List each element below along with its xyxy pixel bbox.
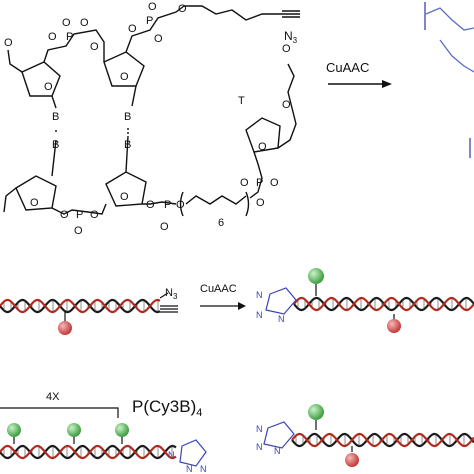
atom-o-14: O (90, 209, 99, 221)
backbone-right-top (277, 63, 297, 149)
peg-chain (185, 195, 247, 205)
base-bond-3 (51, 139, 57, 177)
atom-p-1: P (66, 31, 73, 43)
backbone-bottom (51, 203, 107, 215)
top-cuaac-label: CuAAC (326, 60, 369, 75)
atom-o-10: O (30, 197, 39, 209)
mid-helix-left (0, 298, 161, 314)
atom-o-16: O (176, 199, 185, 211)
thymine-label: T (238, 95, 245, 107)
azide-top-label: N3 (284, 29, 298, 45)
atom-p-5: P (256, 177, 263, 189)
base-bond-1 (51, 95, 57, 109)
triazole-bottom-right: N N N (256, 421, 295, 456)
atom-o-9: O (178, 3, 187, 15)
atom-o-12: O (60, 209, 69, 221)
atom-o-21: O (282, 43, 291, 55)
triazole-mid-n3: N (278, 314, 285, 324)
triazole-br-n2: N (256, 442, 263, 452)
backbone-top (43, 29, 105, 63)
atom-b-3: B (124, 111, 131, 123)
triazole-bl-n1: N (168, 450, 175, 460)
sugar-ring-3 (15, 175, 57, 211)
atom-o-13: O (74, 225, 83, 237)
atom-o-15: O (146, 199, 155, 211)
mid-ball-red (58, 312, 72, 335)
triazole-mid-n2: N (256, 310, 263, 320)
strand-red (293, 296, 474, 312)
atom-o-4: O (62, 17, 71, 29)
atom-o-6: O (120, 71, 129, 83)
atom-o-minus-2: O (148, 1, 157, 13)
triazole-mid: N N N (256, 287, 297, 324)
backbone-right (249, 151, 263, 199)
triazole-bl-n2: N (186, 464, 193, 474)
bottom-right-balls (308, 404, 359, 467)
bottom-helix-right (291, 432, 474, 448)
triazole-mid-n1: N (256, 290, 263, 300)
backbone-bottom-2 (142, 201, 177, 205)
atom-b-2: B (52, 139, 59, 151)
atom-o-19: O (270, 177, 279, 189)
polymer-label: P(Cy3B)4 (132, 397, 202, 419)
atom-o-3: O (48, 31, 57, 43)
top-product-fragment (424, 2, 474, 158)
atom-labels: O O O P O O O O O P O O O B B B B O O O … (4, 1, 298, 237)
peg-bracket-right (245, 191, 250, 217)
atom-p-3: P (76, 209, 83, 221)
atom-b-1: B (52, 111, 59, 123)
atom-o-17: O (258, 141, 267, 153)
atom-o-20: O (282, 99, 291, 111)
base-bond-2 (131, 85, 137, 107)
repeat-label: 4X (46, 391, 60, 403)
mid-reaction-arrow: CuAAC (200, 283, 246, 310)
atom-p-4: P (164, 199, 171, 211)
mid-ball-red-right (387, 314, 401, 333)
hexynyl-chain (184, 5, 282, 21)
atom-o-5: O (90, 41, 99, 53)
peg-repeat-count: 6 (218, 217, 224, 229)
repeat-bracket (0, 407, 119, 418)
triazole-bottom-left: N N N (168, 439, 207, 474)
strand-black (0, 298, 161, 314)
atom-o-7: O (128, 23, 137, 35)
atom-o-minus-4: O (256, 197, 265, 209)
atom-p-2: P (146, 15, 153, 27)
atom-o-2: O (44, 81, 53, 93)
atom-o-1: O (4, 37, 13, 49)
strand-red (291, 432, 474, 448)
atom-o-18: O (240, 177, 249, 189)
mid-ball-green (308, 268, 324, 296)
mid-azide-label: N3 (165, 287, 178, 301)
backbone-left (7, 49, 23, 73)
atom-o-minus-1: O (80, 17, 89, 29)
triazole-bl-n3: N (200, 464, 207, 474)
backbone-top-2 (125, 5, 185, 53)
atom-b-4: B (124, 139, 131, 151)
bottom-helix-left (0, 444, 177, 460)
sugar-ring-4 (105, 171, 147, 207)
atom-o-minus-3: O (160, 221, 169, 233)
base-bond-4 (125, 135, 129, 173)
mid-cuaac-label: CuAAC (200, 283, 237, 295)
sugar-ring-1 (21, 61, 61, 97)
atom-o-11: O (120, 191, 129, 203)
triazole-br-n3: N (274, 446, 281, 456)
bottom-green-balls (7, 423, 129, 444)
backbone-left-bottom (3, 187, 17, 213)
triazole-br-n1: N (256, 424, 263, 434)
peg-bracket-left (179, 191, 184, 217)
sugar-ring-5 (245, 117, 281, 153)
sugar-ring-2 (103, 51, 145, 87)
chemical-structure (3, 5, 300, 217)
atom-o-8: O (154, 33, 163, 45)
mid-helix-right (293, 296, 474, 312)
mid-alkyne: N3 (159, 287, 178, 313)
strand-red (0, 298, 161, 314)
top-reaction-arrow: CuAAC (326, 60, 392, 88)
